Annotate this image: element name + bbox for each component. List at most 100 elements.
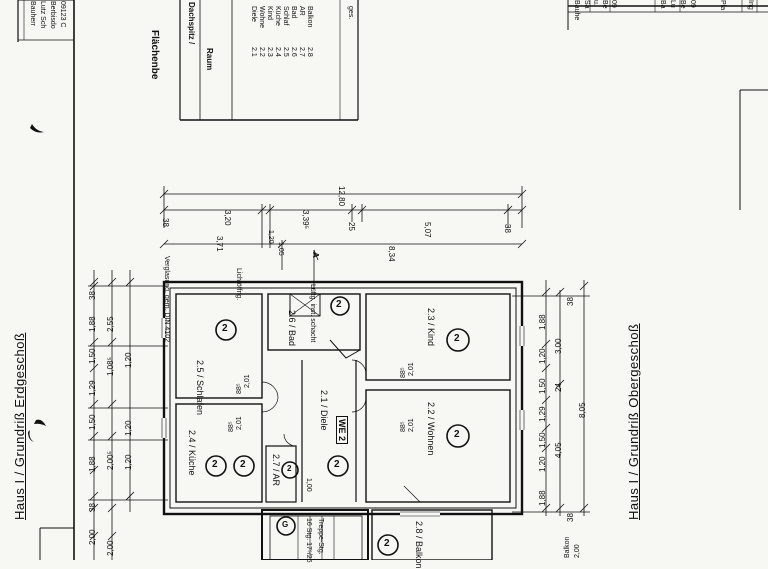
dim-right-l: 38: [566, 297, 575, 306]
circle-wohnen: [446, 424, 470, 448]
titlebox-row-2: Berbisdo: [49, 1, 56, 29]
dim-left-i: 1,88: [88, 316, 97, 332]
circle-number-kueche-b: 2: [240, 459, 246, 470]
dim-left-a: 2,00: [88, 529, 97, 545]
dim-left-d: 1,20: [124, 420, 133, 436]
area-row-num-6: 2.7: [298, 47, 305, 57]
area-row-num-5: 2.6: [290, 47, 297, 57]
area-row-name-0: Diele: [250, 6, 257, 22]
circle-number-kind: 2: [454, 333, 460, 344]
dim-right-j: 8,05: [578, 402, 587, 418]
circle-kueche-a: [205, 455, 227, 477]
building-walls: [161, 280, 525, 517]
area-table-frame: [179, 0, 359, 121]
left-title-frame: [17, 0, 75, 560]
area-row-name-7: Balkon: [306, 6, 313, 28]
area-row-num-0: 2.1: [250, 47, 257, 57]
circle-g: [276, 516, 296, 536]
dim-top-e: 38: [503, 224, 512, 233]
room-label-bad: 2.6 / Bad: [287, 310, 297, 347]
rightbox-row-8: 09: [689, 0, 696, 8]
dim-room-h5: 88⁵: [236, 383, 243, 394]
note-luftung: Lüftg. inst. schacht: [309, 284, 316, 343]
dim-top-d: 5,07: [423, 222, 432, 238]
dim-bottom-left: 2,00: [106, 540, 115, 556]
room-label-wohnen: 2.2 / Wohnen: [426, 402, 436, 456]
note-treppe: 16 Stg. 17⁵/26: [305, 518, 312, 563]
rightbox-row-9: Pla: [719, 0, 726, 11]
dim-right-h: 3,00: [554, 338, 563, 354]
circle-number-schlafen: 2: [222, 323, 228, 334]
dim-right-g: 1,88: [538, 490, 547, 506]
room-label-schlafen: 2.5 / Schlafen: [195, 360, 205, 416]
area-row-name-3: Küche: [274, 6, 281, 26]
circle-ar: [281, 461, 299, 479]
dim-room-h8: 88⁵: [400, 421, 407, 432]
titlebox-row-3: 09123 C: [59, 1, 66, 28]
dim-room-h4: 2,01: [408, 418, 415, 432]
dim-top-b: 3,39⁵: [301, 210, 310, 229]
dim-room-h2: 2,01: [236, 416, 243, 430]
room-label-kueche: 2.4 / Küche: [187, 430, 197, 476]
dim-right-m: 38: [566, 513, 575, 522]
room-label-kind: 2.3 / Kind: [426, 308, 436, 347]
dim-left-e: 1,29: [88, 380, 97, 396]
area-table-heading: Flächenbe: [149, 30, 160, 80]
circle-diele: [327, 455, 349, 477]
dim-top-f: 38: [161, 218, 170, 227]
dim-right-e: 1,50: [538, 432, 547, 448]
dim-right-a: 1,88: [538, 314, 547, 330]
lower-wing: [261, 509, 493, 560]
dim-room-h3: 2,01: [408, 362, 415, 376]
area-row-num-3: 2.4: [274, 47, 281, 57]
room-label-balkon: 2.8 / Balkon: [414, 521, 424, 569]
titlebox-row-1: Lutz Sch: [39, 1, 46, 29]
circle-number-bad: 2: [336, 299, 342, 310]
dim-left-b: 1,20: [124, 352, 133, 368]
right-dimension-lines: [512, 280, 590, 516]
dim-right-i: 4,05: [554, 442, 563, 458]
area-row-num-1: 2.2: [258, 47, 265, 57]
rightbox-row-7: Be: [679, 0, 686, 9]
circle-kueche-b: [233, 455, 255, 477]
note-lichtoffnung: Lichtöffng.: [235, 268, 242, 301]
dim-left-f: 1,50: [88, 348, 97, 364]
note-w100: 1,00: [305, 478, 312, 492]
dim-right-k: 24: [554, 383, 563, 392]
circle-number-wohnen: 2: [454, 429, 460, 440]
right-sheet-title: Haus I / Grundriß Obergeschoß: [626, 323, 641, 520]
dim-left-l: 2,00⁵: [106, 451, 115, 470]
area-row-name-5: Bad: [290, 6, 297, 19]
dim-left-c: 1,50: [88, 414, 97, 430]
dim-right-f: 1,20: [538, 456, 547, 472]
dim-balkon-side: Balkon: [564, 536, 571, 558]
right-title-frame: [567, 0, 768, 210]
area-table-total: ges.: [347, 6, 354, 20]
room-label-diele: 2.1 / Diele: [319, 390, 329, 431]
dim-right-b: 1,20: [538, 348, 547, 364]
circle-kind: [446, 328, 470, 352]
dim-balkon-w: 2,00: [574, 544, 581, 558]
circle-letter-g: G: [282, 520, 289, 529]
area-row-name-4: Schlaf: [282, 6, 289, 26]
circle-number-kueche-a: 2: [212, 459, 218, 470]
dim-top-total: 12,80: [337, 186, 346, 207]
circle-schlafen: [215, 319, 237, 341]
dim-top-i: 1,20: [267, 230, 274, 244]
circle-number-ar: 2: [287, 464, 292, 473]
rightbox-row-4: 09: [610, 0, 617, 8]
area-row-name-2: Kind: [266, 6, 273, 21]
dim-top-g: 8,34: [387, 246, 396, 262]
rightbox-row-6: Lu: [669, 0, 676, 8]
dim-right-c: 1,50: [538, 378, 547, 394]
dim-left-j: 38: [88, 291, 97, 300]
dim-left-h: 2,55: [106, 316, 115, 332]
area-row-num-2: 2.3: [266, 47, 273, 57]
rightbox-row-5: Ba: [659, 0, 666, 9]
dim-top-j: 1,05: [277, 242, 284, 256]
dim-top-a: 3,20: [223, 210, 232, 226]
dim-left-k: 1,88: [88, 456, 97, 472]
area-row-name-1: Wohne: [258, 6, 265, 29]
rightbox-row-3: Be: [601, 0, 608, 9]
